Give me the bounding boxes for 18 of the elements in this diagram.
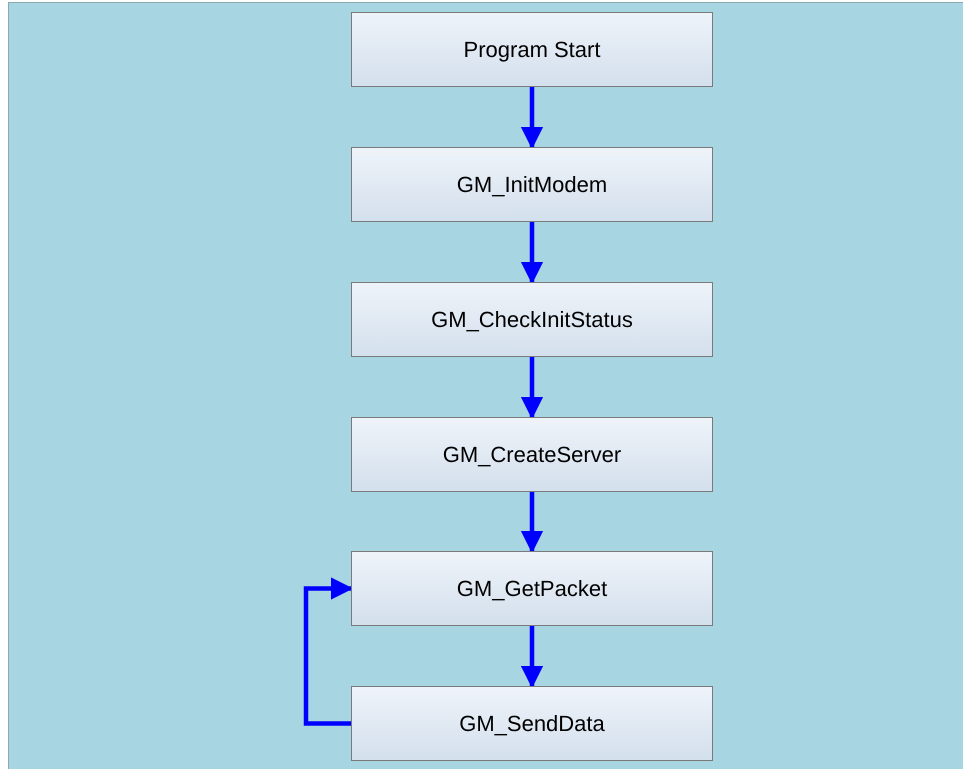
step-label: GM_InitModem	[456, 172, 608, 198]
process-box	[351, 417, 713, 492]
step-label: Program Start	[464, 36, 600, 62]
arrow	[520, 222, 544, 284]
process-box	[351, 686, 713, 761]
process-box	[351, 282, 713, 357]
step-label: GM_CreateServer	[442, 442, 622, 468]
arrow	[520, 87, 544, 150]
process-box	[351, 147, 713, 222]
arrow	[520, 357, 544, 420]
step-label: GM_GetPacket	[456, 576, 608, 602]
arrow	[520, 492, 544, 554]
process-box	[351, 12, 713, 87]
process-box	[351, 551, 713, 626]
arrow	[304, 577, 354, 726]
step-label: GM_SendData	[459, 710, 605, 736]
arrow	[520, 626, 544, 688]
step-label: GM_CheckInitStatus	[431, 306, 633, 332]
